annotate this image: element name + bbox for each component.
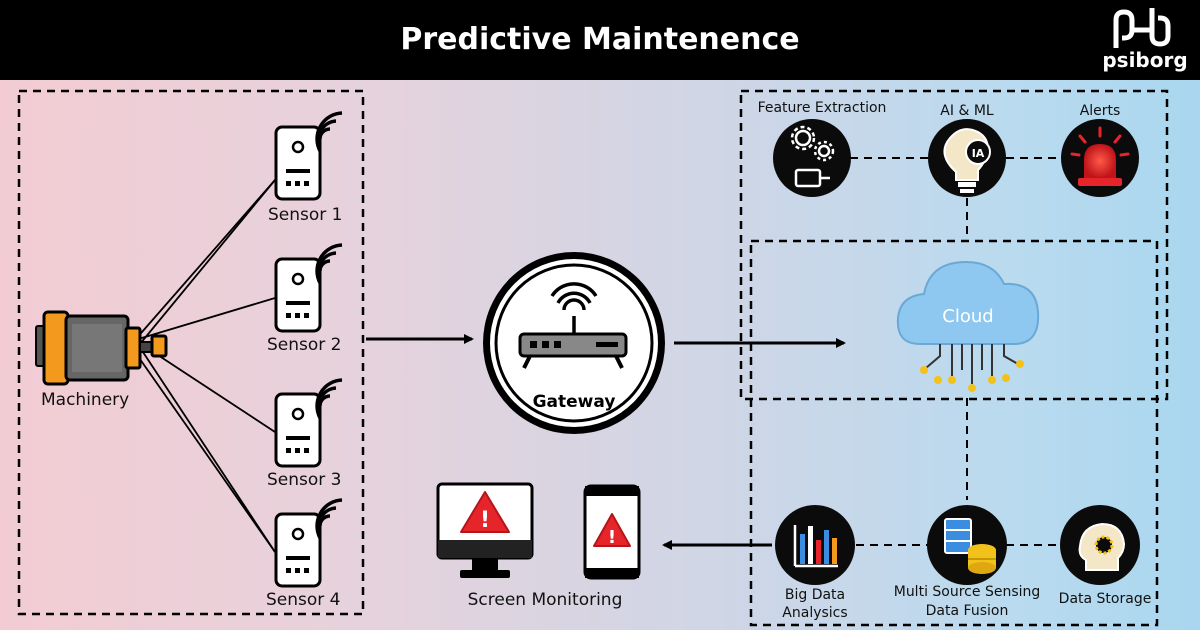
- machinery-icon: [35, 310, 168, 386]
- monitor-warning-icon: !: [460, 491, 510, 533]
- ai-brain-icon: IA: [943, 128, 991, 193]
- big-data-analytics-node: [775, 505, 855, 585]
- sensor-2-label: Sensor 2: [267, 335, 342, 355]
- sensor-4-label: Sensor 4: [266, 590, 341, 610]
- svg-text:!: !: [480, 508, 490, 533]
- psiborg-logo-text: psiborg: [1102, 48, 1188, 72]
- machinery-label: Machinery: [41, 390, 130, 410]
- node-links: [850, 157, 1062, 546]
- alerts-node: [1061, 119, 1139, 197]
- data-fusion-node: [927, 505, 1007, 585]
- page-title: Predictive Maintenence: [400, 22, 800, 57]
- router-icon: [518, 282, 628, 369]
- bar-chart-icon: [793, 525, 838, 568]
- feature-extraction-node: [773, 119, 851, 197]
- feature-extraction-label: Feature Extraction: [757, 100, 887, 116]
- cloud-icon: [896, 260, 1040, 392]
- siren-icon: [1070, 126, 1130, 186]
- data-fusion-label-line2: Data Fusion: [925, 603, 1009, 619]
- sensor-2-icon: [274, 243, 343, 333]
- sensor-3-label: Sensor 3: [267, 470, 342, 490]
- analytics-top-box: [739, 89, 1169, 401]
- psiborg-logo-icon: [1113, 8, 1171, 48]
- desktop-monitor-icon: !: [436, 482, 534, 578]
- sensor-4-icon: [274, 498, 343, 588]
- machinery-sensor-links: [134, 179, 276, 553]
- gears-icon: [790, 125, 835, 188]
- svg-text:IA: IA: [972, 147, 985, 160]
- gateway-label: Gateway: [533, 392, 616, 412]
- sensor-1-icon: [274, 111, 343, 201]
- data-fusion-label-line1: Multi Source Sensing: [893, 584, 1041, 600]
- database-icon: [944, 518, 996, 574]
- ai-ml-node: IA: [928, 119, 1006, 197]
- head-gear-icon: [1078, 522, 1126, 571]
- svg-text:!: !: [608, 527, 616, 548]
- smartphone-icon: !: [583, 484, 641, 580]
- sensor-1-label: Sensor 1: [268, 205, 343, 225]
- cloud-box: [749, 239, 1159, 627]
- screen-monitoring-label: Screen Monitoring: [467, 590, 623, 610]
- data-storage-label: Data Storage: [1058, 591, 1152, 607]
- sensor-group-box: [17, 89, 365, 616]
- ai-ml-label: AI & ML: [940, 103, 994, 119]
- alerts-label: Alerts: [1079, 103, 1121, 119]
- big-data-label-line1: Big Data: [784, 587, 846, 603]
- sensor-3-icon: [274, 378, 343, 468]
- gateway-node: [483, 252, 665, 434]
- cloud-label: Cloud: [942, 306, 993, 327]
- data-storage-node: [1060, 505, 1140, 585]
- phone-warning-icon: !: [593, 513, 631, 548]
- big-data-label-line2: Analysics: [782, 605, 848, 621]
- header-bar: Predictive Maintenence psiborg: [0, 0, 1200, 80]
